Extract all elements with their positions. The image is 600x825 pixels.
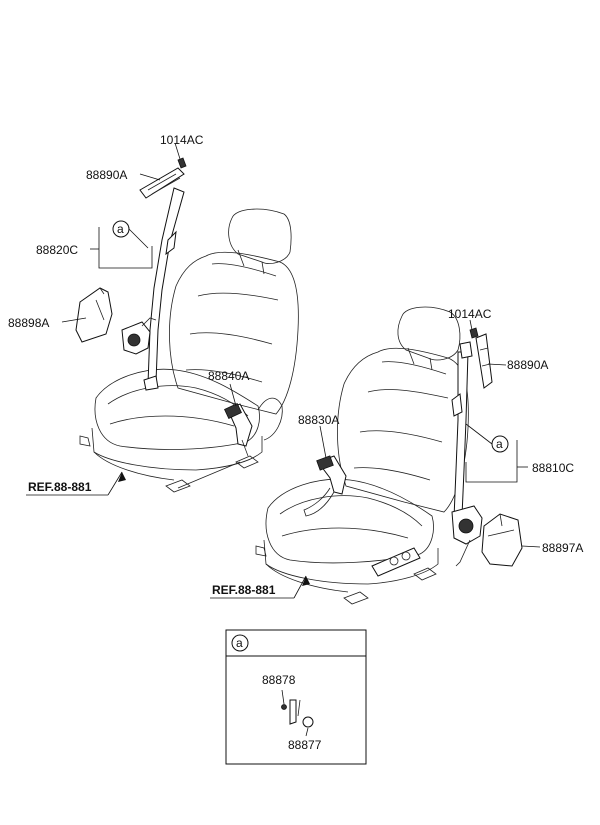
left-belt-assembly (75, 157, 187, 391)
callout-marker-right: a (496, 437, 503, 451)
label-detail-upper: 88878 (262, 673, 296, 687)
label-right-buckle: 88830A (298, 413, 339, 427)
detail-bolt-part (281, 704, 287, 710)
label-right-cover: 88897A (542, 541, 583, 555)
label-left-adjuster: 88890A (86, 168, 127, 182)
detail-box: a 88878 88877 (225, 629, 367, 765)
detail-clip-part (289, 699, 297, 725)
label-right-belt: 88810C (532, 461, 574, 475)
label-left-belt: 88820C (36, 243, 78, 257)
leader-lines (26, 142, 541, 599)
label-right-bolt: 1014AC (448, 307, 492, 321)
label-right-adjuster: 88890A (507, 358, 548, 372)
label-ref-right: REF.88-881 (212, 583, 276, 597)
right-belt-assembly (451, 327, 523, 567)
label-ref-left: REF.88-881 (28, 480, 92, 494)
right-seat (255, 306, 469, 605)
label-left-cover: 88898A (8, 316, 49, 330)
left-seat (79, 208, 299, 493)
label-left-bolt: 1014AC (160, 133, 204, 147)
label-left-buckle: 88840A (208, 369, 249, 383)
callout-marker-left: a (117, 222, 124, 236)
label-detail-lower: 88877 (288, 738, 322, 752)
detail-cap-part (302, 716, 314, 728)
detail-marker: a (236, 636, 243, 650)
